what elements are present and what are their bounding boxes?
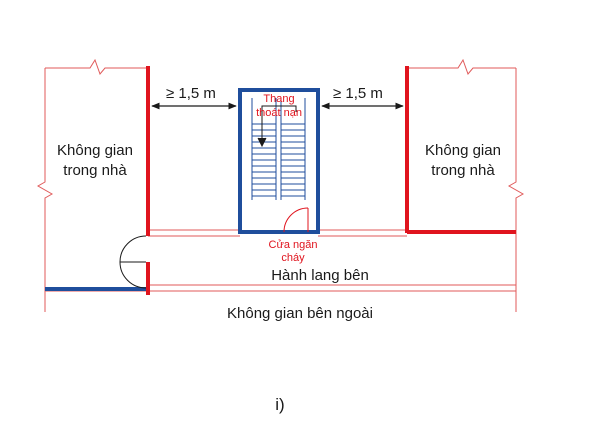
outside-label: Không gian bên ngoài <box>227 305 373 322</box>
stair-treads <box>252 123 305 197</box>
figure-caption: i) <box>275 395 284 414</box>
fire-door-label-1: Cửa ngăn <box>269 239 318 251</box>
stairwell <box>238 88 320 234</box>
inside-left-label-2: trong nhà <box>63 162 127 179</box>
stair-direction-arrow <box>257 105 297 148</box>
inside-right-label-1: Không gian <box>425 142 501 159</box>
stair-label-2: thoát nạn <box>256 107 302 119</box>
fire-walls <box>146 66 516 295</box>
inside-left-label-1: Không gian <box>57 142 133 159</box>
stair-fire-door <box>283 207 309 233</box>
fire-door-label-2: cháy <box>281 252 305 264</box>
inside-right-label-2: trong nhà <box>431 162 495 179</box>
dim-left-label: ≥ 1,5 m <box>166 85 216 102</box>
dim-right-label: ≥ 1,5 m <box>333 85 383 102</box>
corridor-door <box>119 235 147 289</box>
corridor-label: Hành lang bên <box>271 267 369 284</box>
stair-label-1: Thang <box>263 93 294 105</box>
